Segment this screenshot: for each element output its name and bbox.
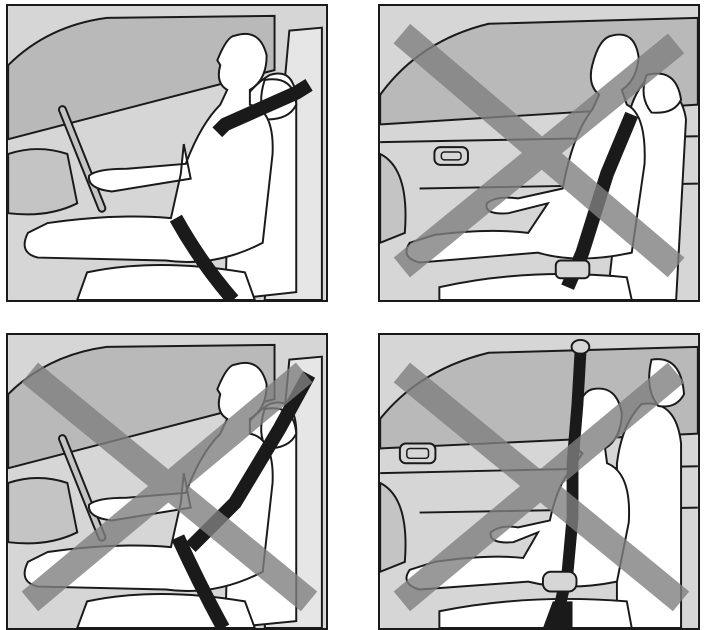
panel-passenger-reclined: [378, 4, 700, 302]
driver-correct-illustration: [8, 6, 326, 300]
panel-driver-belt-misrouted: [6, 333, 328, 630]
dashboard: [8, 149, 77, 214]
belt-anchor: [572, 340, 590, 354]
driver-misrouted-belt-illustration: [8, 335, 326, 628]
belt-buckle: [556, 261, 590, 279]
dashboard: [8, 478, 77, 543]
panel-passenger-belt-misrouted: [378, 333, 700, 630]
door-handle: [400, 444, 436, 464]
panel-driver-correct-posture: [6, 4, 328, 302]
belt-buckle: [543, 572, 577, 592]
door-handle: [434, 147, 468, 165]
passenger-misrouted-belt-illustration: [380, 335, 698, 628]
passenger-reclined-illustration: [380, 6, 698, 300]
